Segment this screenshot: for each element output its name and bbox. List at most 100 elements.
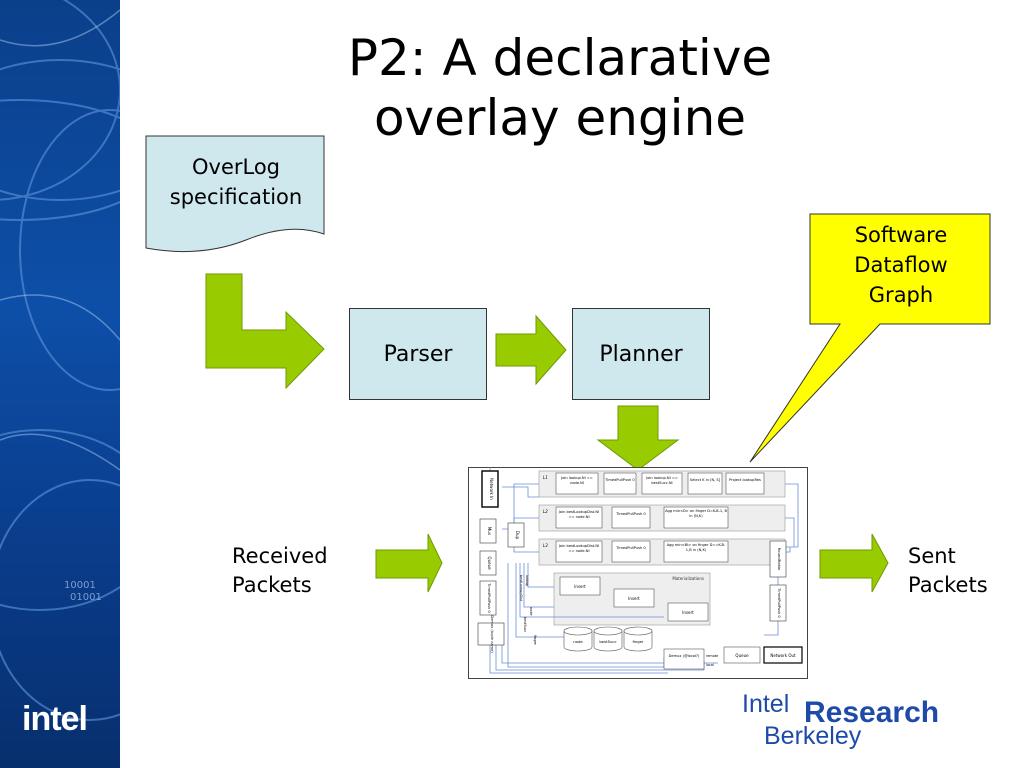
overlog-spec-line-2: specification [169,185,303,209]
row3-agg-box [663,540,729,563]
row2-agg-text: Agg min<D> on finger D=K-B-1, B in (N,K) [665,509,727,518]
row2-agg-box [663,506,729,529]
dataflow-graph: Materializations Network In Mux Dup [468,467,808,679]
stream-label-node: node [529,607,533,615]
received-line-1: Received [232,544,328,568]
table-bestsucc-label: bestSucc [599,639,616,644]
row3-timed-text: TimedPullPush 0 [616,546,646,550]
table-finger-label: finger [632,639,644,644]
sent-packets-label: Sent Packets [908,542,988,600]
received-packets-label: Received Packets [232,542,328,600]
sidebar-decoration: 10001 01001 [0,0,120,768]
svg-text:10001: 10001 [64,580,96,591]
stream-label-bestsucc: bestSucc [523,617,527,632]
demux-right-text: Demux (@local?) [668,654,700,658]
table-node-label: node [573,639,583,644]
intel-logo: intel [22,700,88,738]
mux-label: Mux [487,527,492,536]
svg-text:01001: 01001 [70,592,102,603]
insert-label-3: Insert [682,610,694,615]
callout-label: Software Dataflow Graph [814,220,988,310]
title-line-1: P2: A declarative [347,29,773,87]
title-line-2: overlay engine [373,89,747,147]
row1-project-text: Project lookupRes [729,478,761,482]
row1-timed-box [603,472,637,495]
row1-select-text: Select K in (N, S] [689,478,721,482]
row1-select-box [687,472,723,495]
row1-timed-text: TimedPullPush 0 [605,478,635,482]
row1-join2-text: Join lookup.NI == bestSucc.NI [646,476,678,485]
network-out-box [763,646,803,664]
queue-right-label: Queue [735,653,749,658]
demux-right: Demux (@local?) [668,654,700,658]
dup-label: Dup [515,531,520,540]
table-cylinders [563,626,653,652]
insert-box-2 [613,588,655,608]
received-line-2: Packets [232,573,312,597]
row1-project-box [725,472,765,495]
network-out-label: Network Out [770,653,796,658]
row3-agg: Agg min<BI> on finger D==K-B-1,B in (N,K… [667,543,726,552]
intel-research-logo: Intel Research Berkeley [742,690,982,760]
row2-join-text: Join bestLookupDist.NI == node.NI [558,510,600,519]
row1-project: Project lookupRes [729,478,761,482]
timed-left-label: TimedPullPush 0 [487,582,491,613]
row3-timed: TimedPullPush 0 [616,546,646,550]
row1-join1-box [555,472,599,495]
parser-planner-arrow [495,314,567,386]
row2-timed-box [611,506,651,529]
stream-label-bestlookupdist: bestLookupDist [519,575,523,602]
rule-label-3: L3 [543,543,548,548]
materialization-label: Materializations [672,576,704,581]
callout-line-2: Dataflow [854,253,948,277]
queue-right-box [723,646,761,664]
sent-line-1: Sent [908,544,956,568]
sent-line-2: Packets [908,573,988,597]
row1-join2-box [641,472,683,495]
rule-label-1: L1 [543,475,548,480]
timed-right-box [769,584,787,622]
round-robin-label: RoundRobin [777,548,782,571]
network-in-label: Network In [489,478,494,500]
local-label: local [706,663,714,667]
callout-line-3: Graph [868,283,934,307]
insert-label-2: Insert [628,596,640,601]
slide-title: P2: A declarative overlay engine [240,28,880,148]
row3-join-text: Join bestLookupDist.NI == node.NI [558,544,600,553]
network-in-box [481,470,499,508]
row1-timed: TimedPullPush 0 [605,478,635,482]
row1-join1: Join lookup.NI == node.NI [561,476,593,485]
demux-right-box [663,648,705,670]
row1-select: Select K in (N, S] [689,478,721,482]
overlog-document-shape [145,135,325,253]
intel-research-research: Research [804,696,940,729]
round-robin-box [769,540,787,578]
insert-box-1 [559,576,601,596]
sent-arrow [819,533,889,593]
overlog-spec-line-1: OverLog [191,155,281,179]
row2-agg: Agg min<D> on finger D=K-B-1, B in (N,K) [665,509,727,518]
row1-join2: Join lookup.NI == bestSucc.NI [646,476,678,485]
timed-left-box [479,580,497,616]
row3-join: Join bestLookupDist.NI == node.NI [558,544,600,553]
remote-label: remote [706,654,718,658]
stream-label-lookup: lookup [525,575,529,586]
row3-timed-box [611,540,651,563]
row1-join1-text: Join lookup.NI == node.NI [561,476,593,485]
sidebar-swirl-graphic: 10001 01001 [0,0,120,721]
insert-label-1: Insert [574,584,586,589]
planner-box: Planner [572,308,710,400]
callout-line-1: Software [854,223,948,247]
dup-box [507,522,525,548]
intel-research-berkeley: Berkeley [764,722,862,750]
planner-down-arrow [596,405,680,471]
timed-right-label: TimedPullPush 0 [777,587,781,618]
intel-research-intel: Intel [742,690,790,718]
demux-left-label: Demux (tuple name) [490,615,494,653]
row2-join-box [555,506,603,529]
bent-arrow [205,273,325,390]
rule-label-2: L2 [543,509,548,514]
queue-left-box [479,550,497,576]
